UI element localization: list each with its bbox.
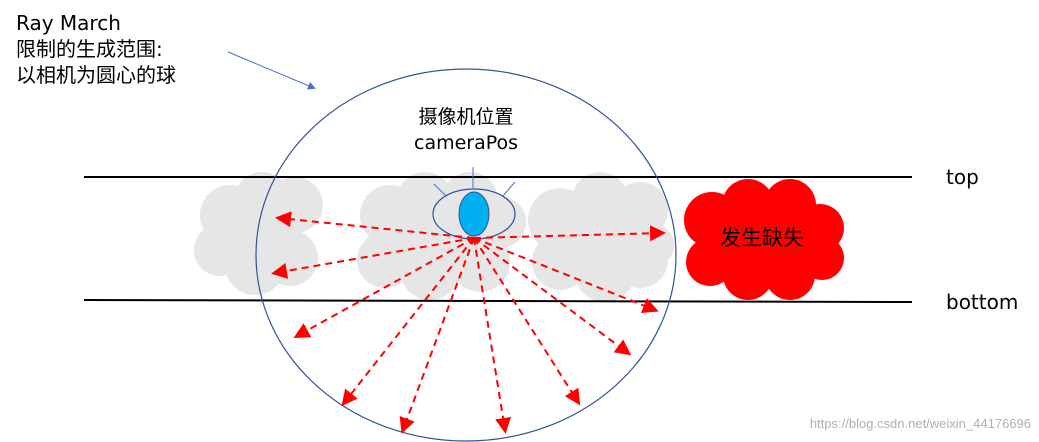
- ray: [473, 237, 581, 406]
- pointer-arrow: [227, 51, 316, 90]
- camera-label-en: cameraPos: [414, 132, 519, 154]
- note-line-3: 以相机为圆心的球: [16, 63, 176, 87]
- ray: [473, 237, 511, 434]
- ray-march-note: Ray March 限制的生成范围: 以相机为圆心的球: [16, 10, 176, 88]
- ray: [271, 237, 475, 279]
- ray: [399, 237, 475, 434]
- note-line-2: 限制的生成范围:: [16, 37, 163, 61]
- camera-label: 摄像机位置 cameraPos: [414, 104, 518, 156]
- watermark: https://blog.csdn.net/weixin_44176696: [809, 416, 1031, 431]
- bottom-boundary-line: [83, 299, 913, 303]
- bottom-label: bottom: [946, 290, 1019, 314]
- cloud-missing-red: [684, 179, 844, 300]
- missing-label: 发生缺失: [720, 226, 804, 250]
- rays: [271, 211, 666, 434]
- ray: [473, 225, 666, 242]
- note-line-1: Ray March: [16, 11, 121, 35]
- top-label: top: [946, 165, 979, 189]
- ray-march-sphere: [255, 68, 677, 442]
- ray: [473, 237, 632, 356]
- ray: [473, 237, 659, 313]
- camera-label-cn: 摄像机位置: [418, 106, 514, 128]
- ray: [293, 237, 475, 338]
- cloud-left: [194, 172, 323, 295]
- cloud-right: [528, 172, 674, 302]
- ray: [275, 211, 475, 239]
